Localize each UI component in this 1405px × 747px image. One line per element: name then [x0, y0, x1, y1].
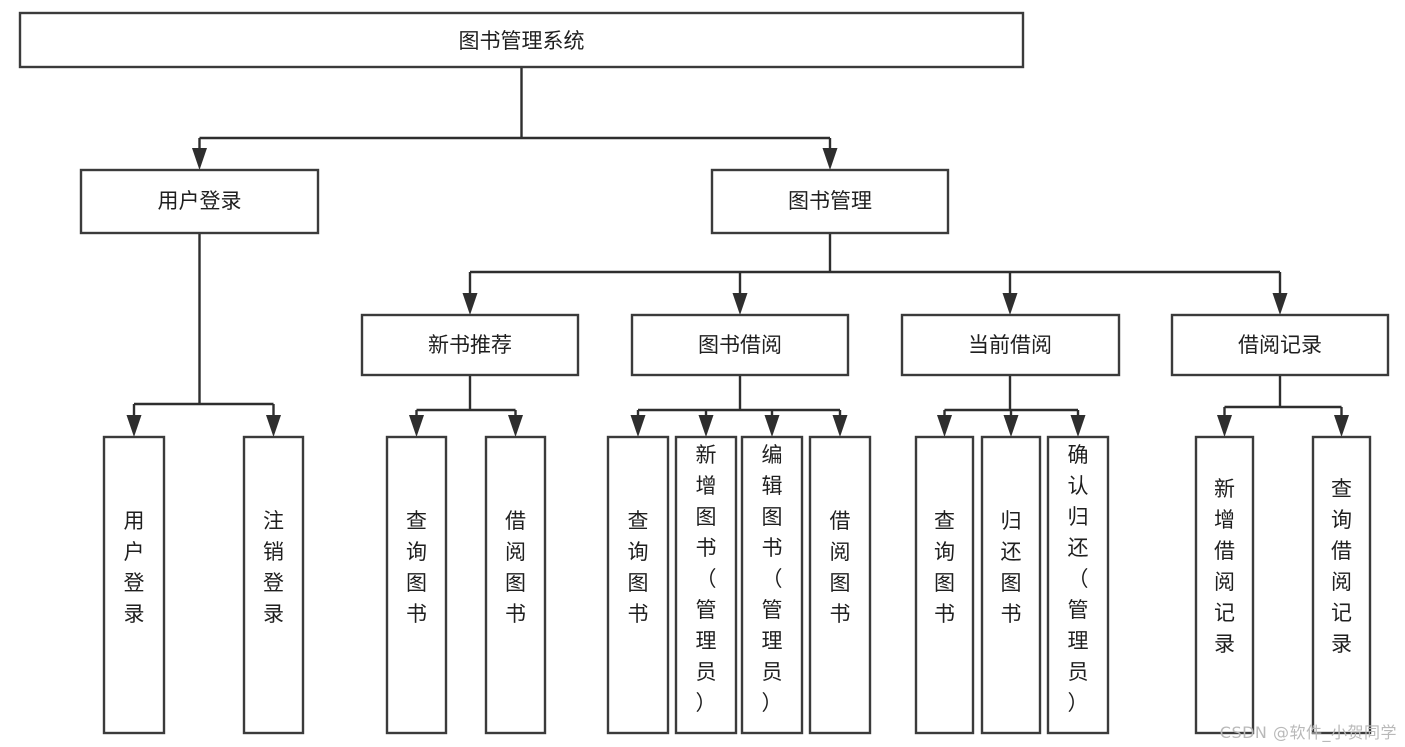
node-new-book-recommend-box[interactable] — [360, 313, 580, 377]
leaf-logout[interactable]: 注销登录 — [242, 435, 305, 735]
leaf-borrow-book-label: 借阅图书 — [830, 509, 851, 626]
leaf-logout-box[interactable] — [242, 435, 305, 735]
arrow-head-leaf-query-record — [1334, 415, 1349, 437]
arrow-head-leaf-borrow-book-1 — [508, 415, 523, 437]
node-book-management[interactable]: 图书管理 — [710, 168, 950, 235]
node-new-book-recommend[interactable]: 新书推荐 — [360, 313, 580, 377]
node-new-book-recommend-label: 新书推荐 — [428, 333, 512, 357]
leaf-logout-label: 注销登录 — [263, 509, 284, 626]
connectors-user-login-to-leaves — [126, 233, 281, 437]
connectors-book-borrow-to-leaves — [630, 375, 848, 437]
node-borrow-records-label: 借阅记录 — [1238, 333, 1322, 357]
arrow-head-leaf-query-book-1 — [409, 415, 424, 437]
arrow-head-current-borrow — [1002, 293, 1018, 315]
leaf-query-book-recommend[interactable]: 查询图书 — [385, 435, 448, 735]
leaf-query-borrow-record-box[interactable] — [1311, 435, 1372, 735]
arrow-head-leaf-borrow-book-2 — [832, 415, 848, 437]
leaf-query-book-recommend-box[interactable] — [385, 435, 448, 735]
leaf-borrow-book-recommend-box[interactable] — [484, 435, 547, 735]
leaf-confirm-return[interactable]: 确认归还（管理员） — [1046, 435, 1110, 735]
leaf-borrow-book-recommend-label: 借阅图书 — [505, 509, 526, 626]
arrow-head-user-login — [192, 148, 207, 170]
leaf-return-book-box[interactable] — [980, 435, 1042, 735]
node-current-borrow[interactable]: 当前借阅 — [900, 313, 1121, 377]
leaf-add-book-box[interactable] — [674, 435, 738, 735]
leaf-borrow-book-box[interactable] — [808, 435, 872, 735]
leaf-query-book-borrow[interactable]: 查询图书 — [606, 435, 670, 735]
arrow-head-leaf-return-book — [1003, 415, 1019, 437]
leaf-confirm-return-box[interactable] — [1046, 435, 1110, 735]
connectors-new-book-rec-to-leaves — [409, 375, 523, 437]
leaf-return-book[interactable]: 归还图书 — [980, 435, 1042, 735]
node-current-borrow-label: 当前借阅 — [968, 333, 1052, 357]
leaf-borrow-book-recommend[interactable]: 借阅图书 — [484, 435, 547, 735]
leaf-edit-book-box[interactable] — [740, 435, 804, 735]
connectors-borrow-records-to-leaves — [1217, 375, 1349, 437]
arrow-head-leaf-query-book-3 — [937, 415, 952, 437]
leaf-user-login-label: 用户登录 — [124, 509, 145, 626]
leaf-add-borrow-record-box[interactable] — [1194, 435, 1255, 735]
leaf-query-borrow-record[interactable]: 查询借阅记录 — [1311, 435, 1372, 735]
node-book-management-label: 图书管理 — [788, 189, 872, 213]
arrow-head-leaf-edit-book — [764, 415, 780, 437]
arrow-head-leaf-user-login — [126, 415, 142, 437]
leaf-add-borrow-record-label: 新增借阅记录 — [1214, 477, 1235, 656]
leaf-query-book-current[interactable]: 查询图书 — [914, 435, 975, 735]
leaf-return-book-label: 归还图书 — [1001, 509, 1022, 626]
leaf-query-book-borrow-box[interactable] — [606, 435, 670, 735]
arrow-head-book-mgmt — [822, 148, 838, 170]
arrow-head-leaf-add-record — [1217, 415, 1232, 437]
leaf-edit-book-label: 编辑图书（管理员） — [762, 443, 783, 715]
leaf-user-login-box[interactable] — [102, 435, 166, 735]
node-book-borrow-label: 图书借阅 — [698, 333, 782, 357]
leaf-query-book-recommend-label: 查询图书 — [406, 509, 427, 626]
leaf-query-book-current-box[interactable] — [914, 435, 975, 735]
leaf-borrow-book[interactable]: 借阅图书 — [808, 435, 872, 735]
node-root[interactable]: 图书管理系统 — [18, 11, 1025, 69]
leaf-query-book-borrow-label: 查询图书 — [628, 509, 649, 626]
node-book-borrow[interactable]: 图书借阅 — [630, 313, 850, 377]
node-root-label: 图书管理系统 — [459, 29, 585, 53]
leaf-add-borrow-record[interactable]: 新增借阅记录 — [1194, 435, 1255, 735]
arrow-head-leaf-add-book — [698, 415, 714, 437]
node-current-borrow-box[interactable] — [900, 313, 1121, 377]
node-borrow-records[interactable]: 借阅记录 — [1170, 313, 1390, 377]
leaf-edit-book[interactable]: 编辑图书（管理员） — [740, 435, 804, 735]
arrow-head-new-book-rec — [462, 293, 478, 315]
connectors-book-mgmt-to-level3 — [462, 233, 1288, 315]
leaf-user-login[interactable]: 用户登录 — [102, 435, 166, 735]
node-borrow-records-box[interactable] — [1170, 313, 1390, 377]
node-user-login-box[interactable] — [79, 168, 320, 235]
node-root-box[interactable] — [18, 11, 1025, 69]
node-user-login-label: 用户登录 — [158, 189, 242, 213]
leaf-confirm-return-label: 确认归还（管理员） — [1068, 443, 1089, 715]
connectors-root-to-level2 — [192, 67, 838, 170]
leaf-query-borrow-record-label: 查询借阅记录 — [1331, 477, 1352, 656]
node-book-management-box[interactable] — [710, 168, 950, 235]
arrow-head-borrow-records — [1272, 293, 1288, 315]
leaf-add-book[interactable]: 新增图书（管理员） — [674, 435, 738, 735]
arrow-head-book-borrow — [732, 293, 748, 315]
node-user-login[interactable]: 用户登录 — [79, 168, 320, 235]
node-book-borrow-box[interactable] — [630, 313, 850, 377]
arrow-head-leaf-confirm-return — [1070, 415, 1086, 437]
arrow-head-leaf-query-book-2 — [630, 415, 646, 437]
leaf-add-book-label: 新增图书（管理员） — [696, 443, 717, 715]
leaf-query-book-current-label: 查询图书 — [934, 509, 955, 626]
arrow-head-leaf-logout — [266, 415, 281, 437]
connectors-current-borrow-to-leaves — [937, 375, 1086, 437]
